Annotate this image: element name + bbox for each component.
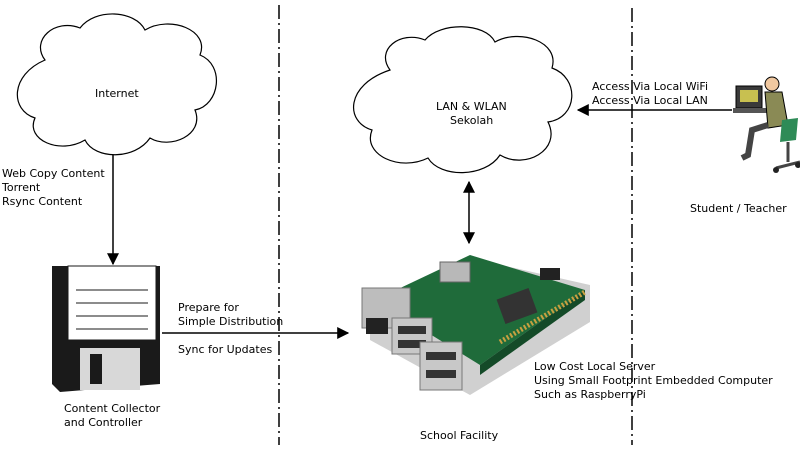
user-to-lan-label: Access Via Local WiFi Access Via Local L… [592,80,709,107]
collector-label: Content Collector and Controller [64,402,161,429]
server-label: Low Cost Local Server Using Small Footpr… [534,360,773,401]
collector-to-server-label: Prepare for Simple Distribution Sync for… [178,301,284,356]
internet-cloud-icon [16,13,217,156]
internet-to-collector-label: Web Copy Content Torrent Rsync Content [2,167,105,208]
person-at-computer-icon [733,76,800,173]
lan-label: LAN & WLAN Sekolah [436,100,507,127]
internet-label: Internet [95,87,139,100]
facility-label: School Facility [420,429,499,442]
floppy-disk-icon [52,265,160,392]
raspberry-pi-icon [361,255,590,395]
lan-cloud-icon [353,26,573,174]
user-label: Student / Teacher [690,202,787,215]
